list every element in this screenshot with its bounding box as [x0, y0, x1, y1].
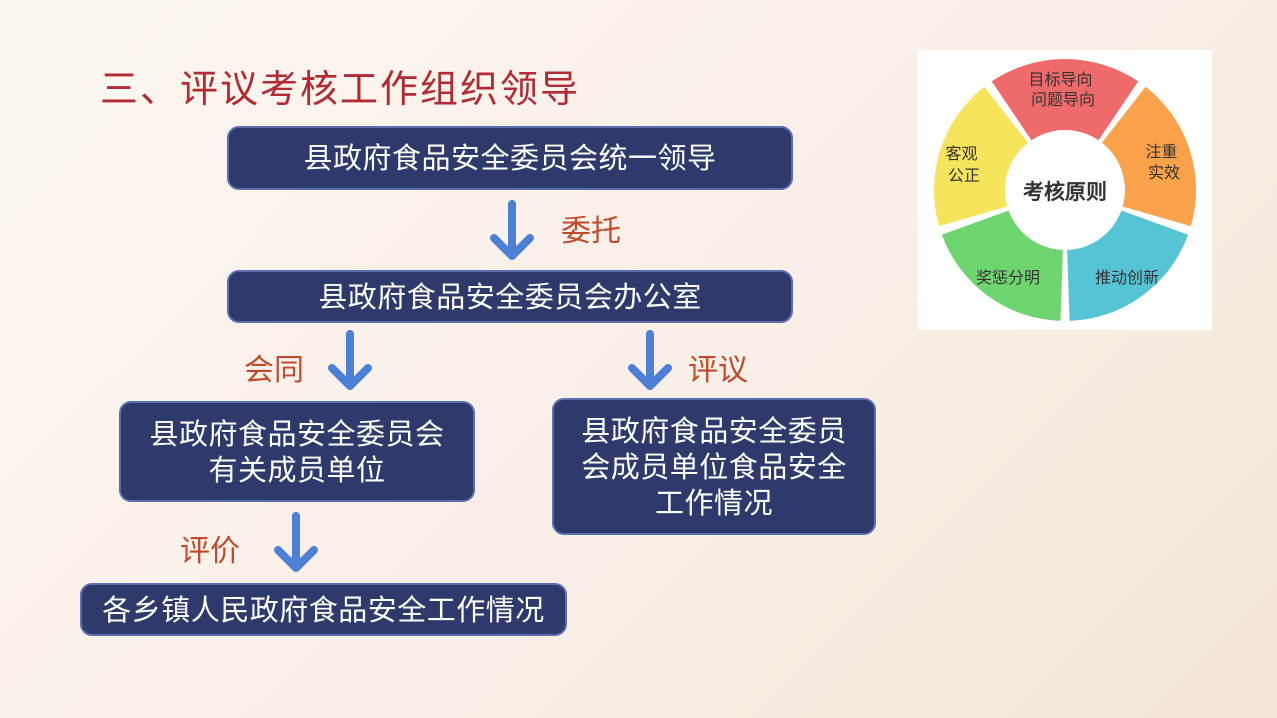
assessment-principles-wheel: 考核原则 目标导向 问题导向 注重 实效 推动创新 奖惩分明 客观 公正: [918, 50, 1212, 330]
relation-entrust: 委托: [561, 214, 621, 249]
down-arrow-icon: [274, 512, 318, 572]
segment-0-line1: 目标导向: [1028, 70, 1092, 89]
svg-text:注重 实效: 注重 实效: [1145, 142, 1182, 182]
node-committee-office-label: 县政府食品安全委员会办公室: [318, 279, 702, 314]
wheel-segment-2: [1067, 210, 1189, 321]
segment-1-line1: 注重: [1145, 142, 1177, 161]
segment-3-line1: 奖惩分明: [976, 268, 1040, 287]
down-arrow-icon: [328, 330, 372, 390]
node-committee-leadership-label: 县政府食品安全委员会统一领导: [303, 141, 717, 175]
segment-4-line1: 客观: [945, 144, 977, 163]
node-committee-office: 县政府食品安全委员会办公室: [227, 270, 793, 323]
svg-text:目标导向 问题导向: 目标导向 问题导向: [1028, 70, 1097, 109]
segment-1-line2: 实效: [1148, 163, 1180, 182]
svg-text:客观 公正: 客观 公正: [945, 144, 982, 185]
wheel-segment-1: [1101, 86, 1197, 227]
segment-0-line2: 问题导向: [1031, 90, 1095, 109]
node-township-governments-label: 各乡镇人民政府食品安全工作情况: [102, 592, 545, 627]
node-member-units: 县政府食品安全委员会 有关成员单位: [119, 401, 475, 502]
wheel-center-circle: [1007, 132, 1123, 248]
relation-appraise: 评议: [688, 353, 748, 388]
down-arrow-icon: [490, 200, 534, 260]
page-title: 三、评议考核工作组织领导: [100, 67, 581, 111]
wheel-segment-4: [933, 86, 1029, 227]
relation-jointly: 会同: [244, 353, 304, 388]
relation-evaluate: 评价: [180, 534, 240, 569]
down-arrow-icon: [628, 330, 672, 390]
node-member-units-label: 县政府食品安全委员会 有关成员单位: [149, 416, 445, 487]
node-committee-leadership: 县政府食品安全委员会统一领导: [227, 126, 793, 190]
segment-2-line1: 推动创新: [1095, 268, 1159, 287]
wheel-segment-3: [941, 210, 1063, 321]
wheel-segment-0: [991, 59, 1139, 141]
node-township-governments: 各乡镇人民政府食品安全工作情况: [80, 583, 567, 636]
principles-wheel-graphic: 考核原则 目标导向 问题导向 注重 实效 推动创新 奖惩分明 客观 公正: [933, 59, 1197, 321]
node-member-units-safety-work-label: 县政府食品安全委员 会成员单位食品安全 工作情况: [581, 413, 847, 520]
node-member-units-safety-work: 县政府食品安全委员 会成员单位食品安全 工作情况: [552, 398, 876, 535]
wheel-center-label: 考核原则: [1023, 180, 1107, 204]
segment-4-line2: 公正: [948, 166, 980, 185]
